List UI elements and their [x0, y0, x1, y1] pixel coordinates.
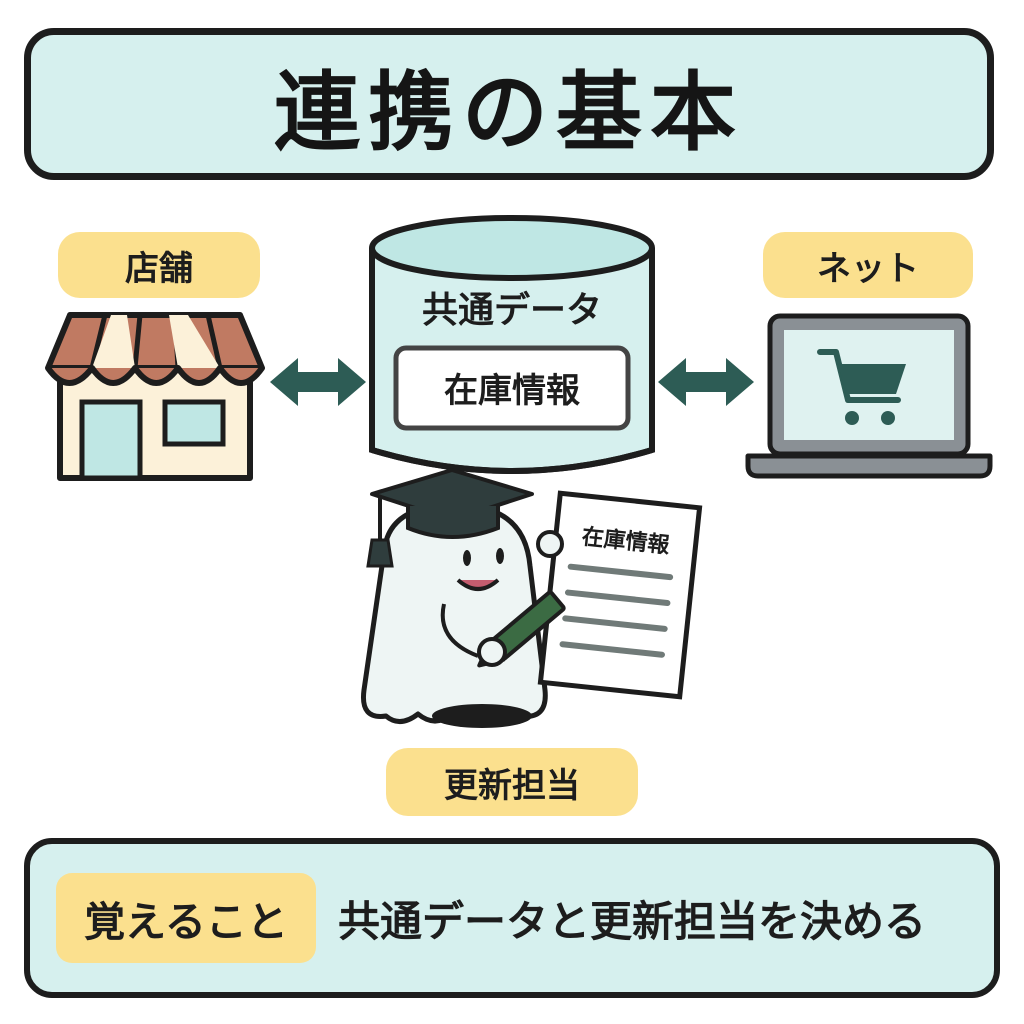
- laptop-icon: [745, 313, 993, 479]
- updater-label: 更新担当: [386, 748, 638, 816]
- net-label: ネット: [763, 232, 973, 298]
- db-net-sync-arrow: [658, 358, 754, 406]
- document-icon: 在庫情報: [537, 490, 703, 700]
- store-label: 店舗: [58, 232, 260, 298]
- store-icon: [45, 312, 265, 481]
- database-icon: 共通データ 在庫情報: [369, 215, 655, 474]
- store-db-sync-arrow: [270, 358, 366, 406]
- database-label: 共通データ: [422, 289, 602, 331]
- summary-panel: 覚えること 共通データと更新担当を決める: [24, 838, 1000, 998]
- database-field: 在庫情報: [444, 371, 580, 411]
- graduation-cap-icon: [366, 468, 534, 568]
- title-banner: 連携の基本: [24, 28, 994, 180]
- summary-text: 共通データと更新担当を決める: [338, 896, 927, 946]
- summary-tag: 覚えること: [56, 873, 316, 963]
- page-title: 連携の基本: [274, 62, 744, 163]
- cart-icon: [817, 349, 906, 425]
